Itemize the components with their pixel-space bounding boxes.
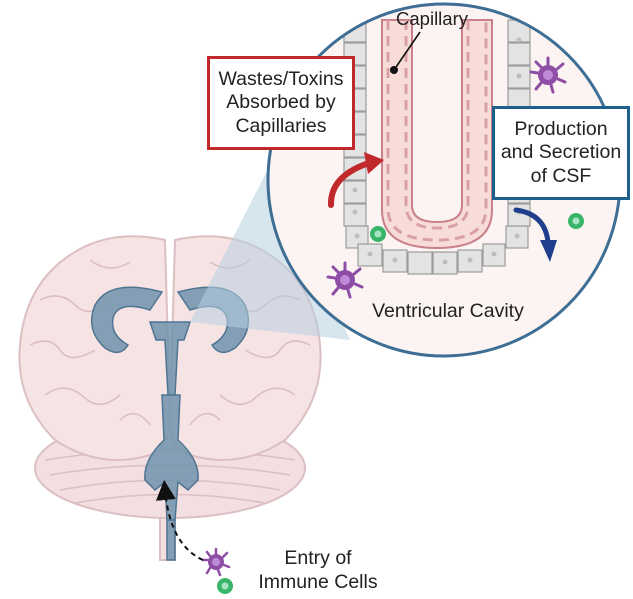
entry-line-2: Immune Cells: [258, 571, 378, 594]
production-line-2: and Secretion: [500, 141, 622, 164]
dashed-arrow-icon: [155, 480, 204, 561]
csf-production-box: Production and Secretion of CSF: [492, 106, 630, 200]
capillary-label: Capillary: [396, 8, 468, 29]
wastes-line-1: Wastes/Toxins: [218, 67, 344, 90]
immune-entry-label: Entry of Immune Cells: [248, 546, 388, 595]
capillary: [381, 19, 493, 250]
macrophage-icon: [201, 56, 567, 577]
wastes-line-2: Absorbed by: [226, 91, 336, 114]
red-arrow-icon: [327, 152, 384, 208]
wastes-toxins-box: Wastes/Toxins Absorbed by Capillaries: [207, 56, 355, 150]
wastes-line-3: Capillaries: [235, 114, 327, 137]
ventricular-cavity-label: Ventricular Cavity: [372, 300, 524, 322]
entry-line-1: Entry of: [284, 547, 352, 569]
zoom-circle: [266, 2, 622, 358]
blue-arrow-icon: [513, 207, 557, 262]
capillary-pointer: [390, 31, 421, 74]
production-line-1: Production: [514, 117, 608, 140]
immune-cell-green-icon: [217, 213, 584, 594]
production-line-3: of CSF: [530, 164, 592, 187]
